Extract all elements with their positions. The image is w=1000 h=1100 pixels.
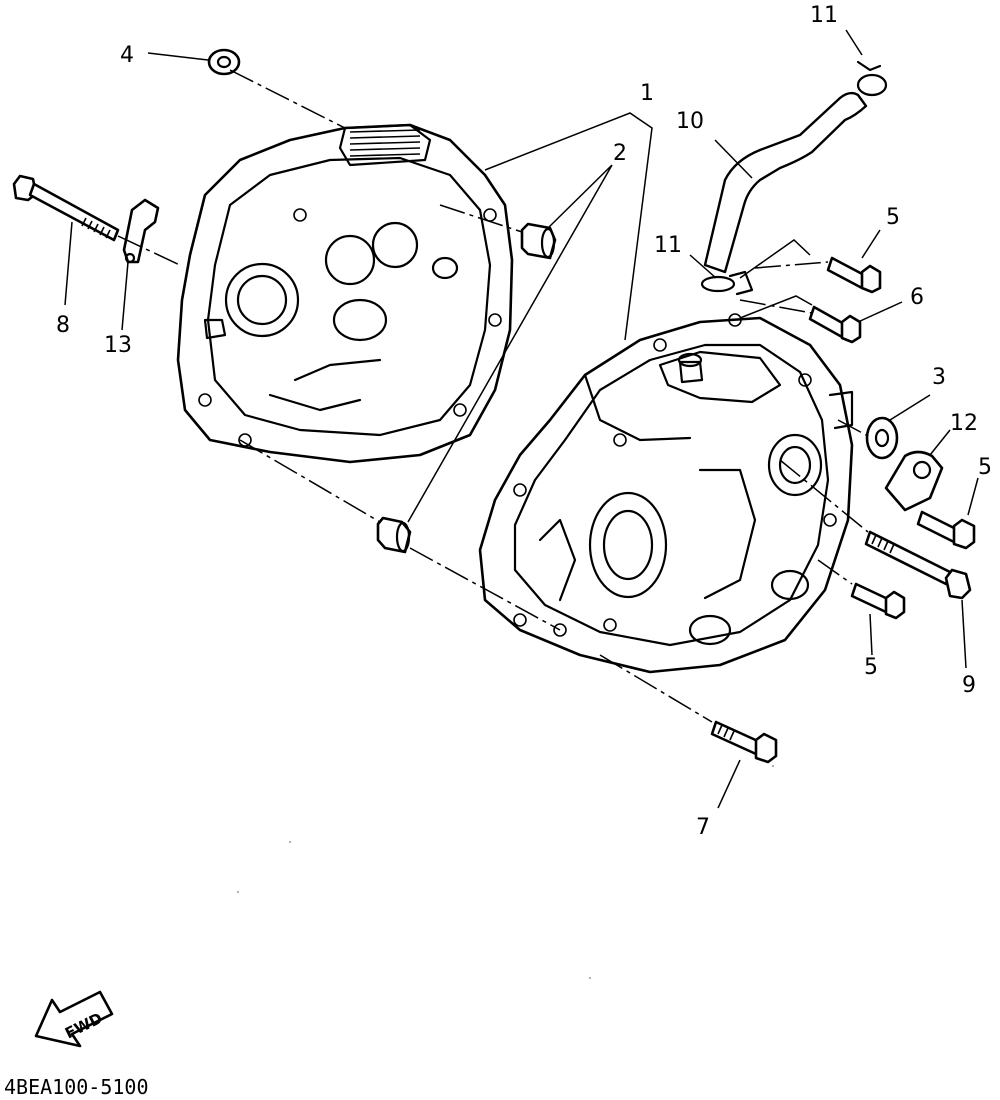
- bolt-6: [808, 305, 862, 344]
- callout-13: 13: [104, 333, 132, 358]
- callout-5-bottom: 5: [864, 655, 878, 680]
- dowel-pin-upper: [520, 222, 557, 260]
- bolt-5-upper: [826, 256, 882, 294]
- scan-specks: [237, 765, 774, 979]
- callout-11-hose: 11: [654, 233, 682, 258]
- bracket-13: [122, 198, 160, 264]
- bolt-5-lower: [850, 582, 906, 620]
- callout-8: 8: [56, 313, 70, 338]
- callout-5-top: 5: [886, 205, 900, 230]
- bolt-5-right: [916, 510, 976, 550]
- bracket-12: [884, 450, 944, 512]
- washer-4: [207, 48, 241, 76]
- bolt-9: [864, 530, 972, 600]
- bolt-8: [12, 174, 120, 242]
- callout-5-right: 5: [978, 455, 992, 480]
- callout-9: 9: [962, 673, 976, 698]
- callout-7: 7: [696, 815, 710, 840]
- drawing-code: 4BEA100-5100: [4, 1075, 149, 1099]
- callout-12: 12: [950, 411, 978, 436]
- callout-3: 3: [932, 365, 946, 390]
- hose-clip-upper: [856, 60, 888, 97]
- assembly-centerlines: [117, 69, 869, 723]
- callouts: 1 2 3 4 5 5 5 6 7 8 9 10 11 11 12 13: [56, 3, 992, 840]
- callout-6: 6: [910, 285, 924, 310]
- breather-hose: [703, 91, 868, 274]
- washer-3: [865, 416, 899, 460]
- right-crankcase-half: [478, 313, 854, 674]
- callout-2: 2: [613, 141, 627, 166]
- callout-11-top: 11: [810, 3, 838, 28]
- leader-lines: [64, 29, 979, 809]
- callout-10: 10: [676, 109, 704, 134]
- fwd-arrow: FWD: [34, 990, 114, 1048]
- left-crankcase-half: [176, 123, 514, 464]
- dowel-pin-lower: [376, 516, 412, 554]
- callout-4: 4: [120, 43, 134, 68]
- hose-clip-lower: [700, 270, 754, 296]
- callout-1: 1: [640, 81, 654, 106]
- bolt-7: [710, 720, 778, 764]
